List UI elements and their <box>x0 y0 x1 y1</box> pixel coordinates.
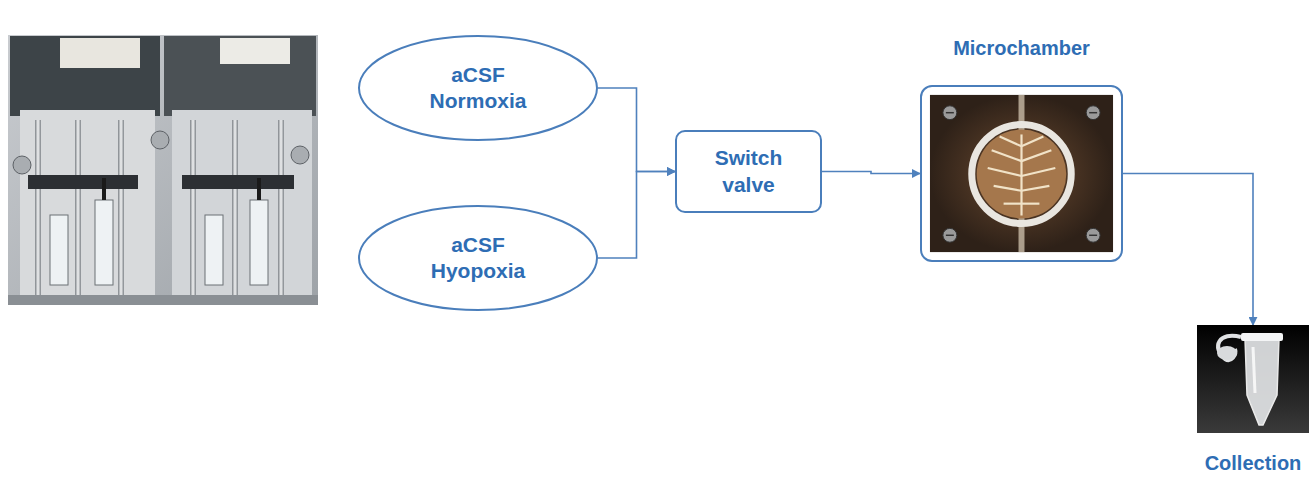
pump-sticker <box>220 38 290 64</box>
screw <box>943 228 957 242</box>
knob <box>291 146 309 164</box>
text-holder: Microchamber <box>882 36 1161 61</box>
tissue-vein <box>1000 136 1022 146</box>
ellipse-shape <box>359 206 597 310</box>
tissue-vein <box>1022 168 1056 176</box>
pump-housing <box>10 36 160 116</box>
pusher-block <box>28 175 138 189</box>
node-label: Switch valve <box>693 145 805 198</box>
tube-body <box>1245 339 1279 425</box>
screw-slot <box>1089 235 1097 236</box>
tube-highlight <box>1253 347 1255 393</box>
knob <box>151 131 169 149</box>
syringe-pumps <box>8 35 318 305</box>
text-holder: aCSF Hyopoxia <box>358 205 598 311</box>
flow-arrow <box>1123 174 1253 326</box>
collection-tube: Collection <box>1197 325 1309 433</box>
tube-photo <box>1197 325 1309 433</box>
knob <box>13 156 31 174</box>
text-holder: Collection <box>1157 451 1316 476</box>
flow-arrow <box>598 88 675 172</box>
text-holder: Switch valve <box>677 132 820 211</box>
pump-rail <box>35 120 41 295</box>
chamber-photo <box>930 95 1113 252</box>
text-holder: aCSF Normoxia <box>358 35 598 141</box>
pump-rail <box>190 120 196 295</box>
tissue-vein <box>1022 186 1050 191</box>
pump-base <box>20 110 155 300</box>
plunger <box>102 178 106 200</box>
microchamber-box: Microchamber <box>920 85 1123 262</box>
supply-ellipse: aCSF Hyopoxia <box>358 205 598 311</box>
tissue-vein <box>992 150 1022 161</box>
pump-sticker <box>60 38 140 68</box>
valve-box: Switch valve <box>675 130 822 213</box>
plunger <box>257 178 261 200</box>
node-heading: Collection <box>1205 451 1302 476</box>
screw <box>943 106 957 120</box>
flow-arrow <box>598 172 675 259</box>
node-label: aCSF Normoxia <box>422 62 534 115</box>
screw-slot <box>946 112 954 113</box>
screw <box>1086 228 1100 242</box>
pump-rail <box>278 120 284 295</box>
tissue-vein <box>1004 203 1022 205</box>
ellipse-outline <box>358 35 598 141</box>
chamber-photo-frame <box>922 87 1121 260</box>
tube-cap-lid <box>1217 346 1237 360</box>
tissue-slice <box>977 130 1067 219</box>
ellipse-outline <box>358 205 598 311</box>
screw-slot <box>1089 112 1097 113</box>
syringe <box>95 200 113 285</box>
screw <box>1086 106 1100 120</box>
ellipse-shape <box>359 36 597 140</box>
pump-rail <box>232 120 238 295</box>
tissue-vein <box>994 186 1022 191</box>
pusher-block <box>182 175 294 189</box>
pump-base <box>172 110 312 300</box>
syringe <box>205 215 223 285</box>
screw-slot <box>946 235 954 236</box>
node-label: aCSF Hyopoxia <box>422 232 534 285</box>
syringe <box>50 215 68 285</box>
tissue-vein <box>988 168 1022 176</box>
photo-ground <box>8 35 318 305</box>
tissue-vein <box>1022 136 1044 146</box>
pump-housing <box>164 36 316 116</box>
flow-arrow <box>822 172 920 174</box>
pump-rail <box>75 120 81 295</box>
pump-rail <box>118 120 124 295</box>
tissue-vein <box>1022 150 1052 161</box>
node-heading: Microchamber <box>953 36 1090 61</box>
syringe <box>250 200 268 285</box>
bench <box>8 295 318 305</box>
chamber-ring <box>972 125 1072 224</box>
supply-ellipse: aCSF Normoxia <box>358 35 598 141</box>
tube-rim <box>1241 333 1283 341</box>
tissue-vein <box>1022 203 1040 205</box>
tube-photo-frame <box>1197 325 1309 433</box>
